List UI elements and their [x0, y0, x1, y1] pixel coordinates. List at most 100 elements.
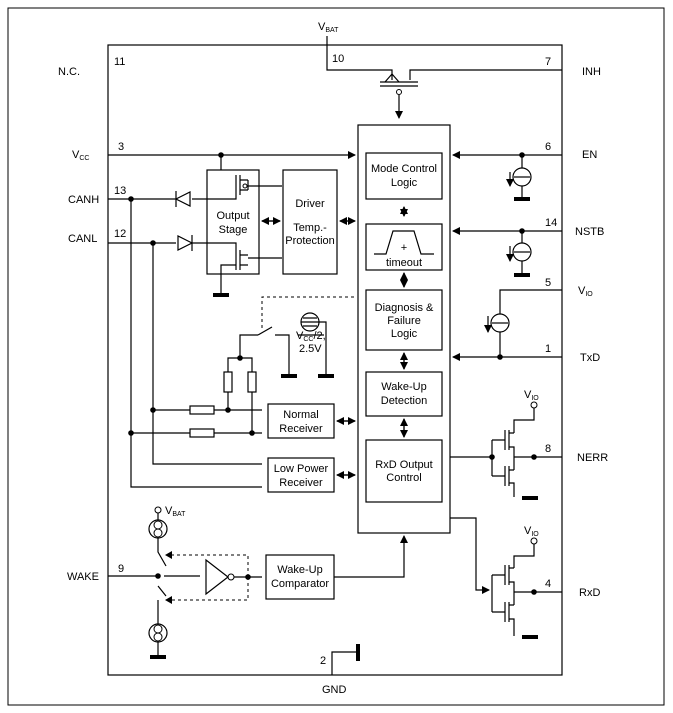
pin-rxd: 4 RxD	[545, 578, 600, 599]
svg-text:VBAT: VBAT	[318, 21, 339, 34]
inh-gate-bubble	[396, 89, 402, 95]
canl-normal-junction	[150, 407, 156, 413]
normal-receiver-label-1: Normal	[283, 409, 318, 421]
wake-pullup-source: VBAT	[148, 505, 186, 567]
pin-canh: CANH 13	[68, 185, 126, 206]
svg-text:CANL: CANL	[68, 233, 97, 245]
inh-line	[409, 69, 562, 80]
timeout-pulse	[374, 230, 434, 255]
vbat-line	[326, 36, 393, 80]
nerr-vio-supply: VIO	[513, 389, 539, 433]
canh-line	[108, 195, 237, 200]
svg-text:3: 3	[118, 141, 124, 153]
canh-normal-junction	[128, 430, 134, 436]
en-pulldown-source	[506, 155, 532, 201]
timeout-block	[365, 223, 443, 271]
svg-text:2: 2	[320, 655, 326, 667]
svg-text:1: 1	[545, 343, 551, 355]
canl-diode	[177, 235, 194, 251]
resistor-canh	[189, 428, 215, 438]
wakeup-detection-label-2: Detection	[381, 395, 427, 407]
wake-buffer	[165, 551, 262, 604]
driver-label-2: Temp.-	[293, 222, 327, 234]
pin-nerr: 8 NERR	[545, 443, 608, 464]
output-stage-label-1: Output	[216, 210, 249, 222]
wakeup-detection-block	[365, 371, 443, 417]
driver-label-3: Protection	[285, 235, 335, 247]
svg-text:VCC: VCC	[72, 149, 89, 162]
pin-txd: 1 TxD	[545, 343, 600, 364]
svg-text:NERR: NERR	[577, 452, 608, 464]
svg-text:VIO: VIO	[524, 525, 539, 538]
reference-source	[261, 296, 355, 378]
wakeup-comparator-label-1: Wake-Up	[277, 564, 322, 576]
svg-text:EN: EN	[582, 149, 597, 161]
timeout-label: timeout	[386, 257, 422, 269]
svg-text:VIO: VIO	[578, 285, 593, 298]
pin-inh: 7 INH	[545, 56, 601, 78]
pin-wake: WAKE 9	[67, 563, 124, 583]
rxd-output-label-1: RxD Output	[375, 459, 432, 471]
wakeup-comparator-label-2: Comparator	[271, 578, 329, 590]
output-stage-label-2: Stage	[219, 224, 248, 236]
output-stage-block	[206, 169, 260, 275]
wake-to-logic-line	[334, 535, 408, 578]
canh-lp-line	[130, 199, 262, 488]
pin-vbat: VBAT 10	[318, 21, 344, 65]
nstb-pulldown-source	[506, 231, 532, 277]
svg-text:RxD: RxD	[579, 587, 600, 599]
gnd-line	[331, 651, 358, 675]
divider-network	[223, 326, 324, 436]
svg-text:GND: GND	[322, 684, 347, 696]
ic-boundary	[107, 44, 563, 676]
pin-vio: 5 VIO	[545, 277, 593, 298]
outer-frame	[7, 7, 665, 706]
svg-text:INH: INH	[582, 66, 601, 78]
wakeup-detection-label-1: Wake-Up	[381, 381, 426, 393]
svg-text:N.C.: N.C.	[58, 66, 80, 78]
rxd-output-label-2: Control	[386, 472, 421, 484]
nerr-output-stage	[450, 430, 562, 500]
diagnosis-label-3: Logic	[391, 328, 418, 340]
highside-transistor	[235, 175, 282, 195]
svg-text:9: 9	[118, 563, 124, 575]
canh-diode	[174, 191, 191, 207]
pin-en: 6 EN	[545, 141, 597, 161]
low-power-receiver-label-2: Receiver	[279, 477, 323, 489]
txd-pullup-source	[484, 313, 510, 333]
mode-control-label-2: Logic	[391, 177, 418, 189]
wake-pulldown-source	[148, 585, 168, 659]
driver-block	[282, 169, 338, 275]
inh-switch-plates	[380, 81, 418, 87]
svg-text:WAKE: WAKE	[67, 571, 99, 583]
svg-text:VBAT: VBAT	[165, 505, 186, 518]
rxd-output-stage	[450, 517, 562, 639]
inh-switch-arrow	[384, 73, 400, 83]
canl-line	[108, 242, 237, 250]
driver-label-1: Driver	[295, 198, 325, 210]
pin-vcc: VCC 3	[72, 141, 124, 162]
svg-text:11: 11	[114, 56, 125, 68]
svg-text:CANH: CANH	[68, 194, 99, 206]
pin-canl: CANL 12	[68, 228, 126, 245]
svg-text:8: 8	[545, 443, 551, 455]
timeout-symbol: +	[401, 242, 407, 254]
diagnosis-block	[365, 289, 443, 351]
svg-text:4: 4	[545, 578, 551, 590]
resistor-canl	[189, 405, 215, 415]
pin-gnd: 2 GND	[320, 655, 347, 696]
svg-text:VIO: VIO	[524, 389, 539, 402]
canl-lp-line	[152, 243, 262, 465]
normal-receiver-label-2: Receiver	[279, 423, 323, 435]
mode-control-label-1: Mode Control	[371, 163, 437, 175]
normal-receiver-block	[267, 403, 335, 439]
reference-label-2: 2.5V	[299, 343, 322, 355]
low-power-receiver-block	[267, 457, 335, 493]
svg-text:6: 6	[545, 141, 551, 153]
vio-line	[499, 289, 562, 357]
rxd-vio-supply: VIO	[513, 525, 539, 568]
rxd-output-block	[365, 439, 443, 503]
diagnosis-label-1: Diagnosis &	[375, 302, 434, 314]
